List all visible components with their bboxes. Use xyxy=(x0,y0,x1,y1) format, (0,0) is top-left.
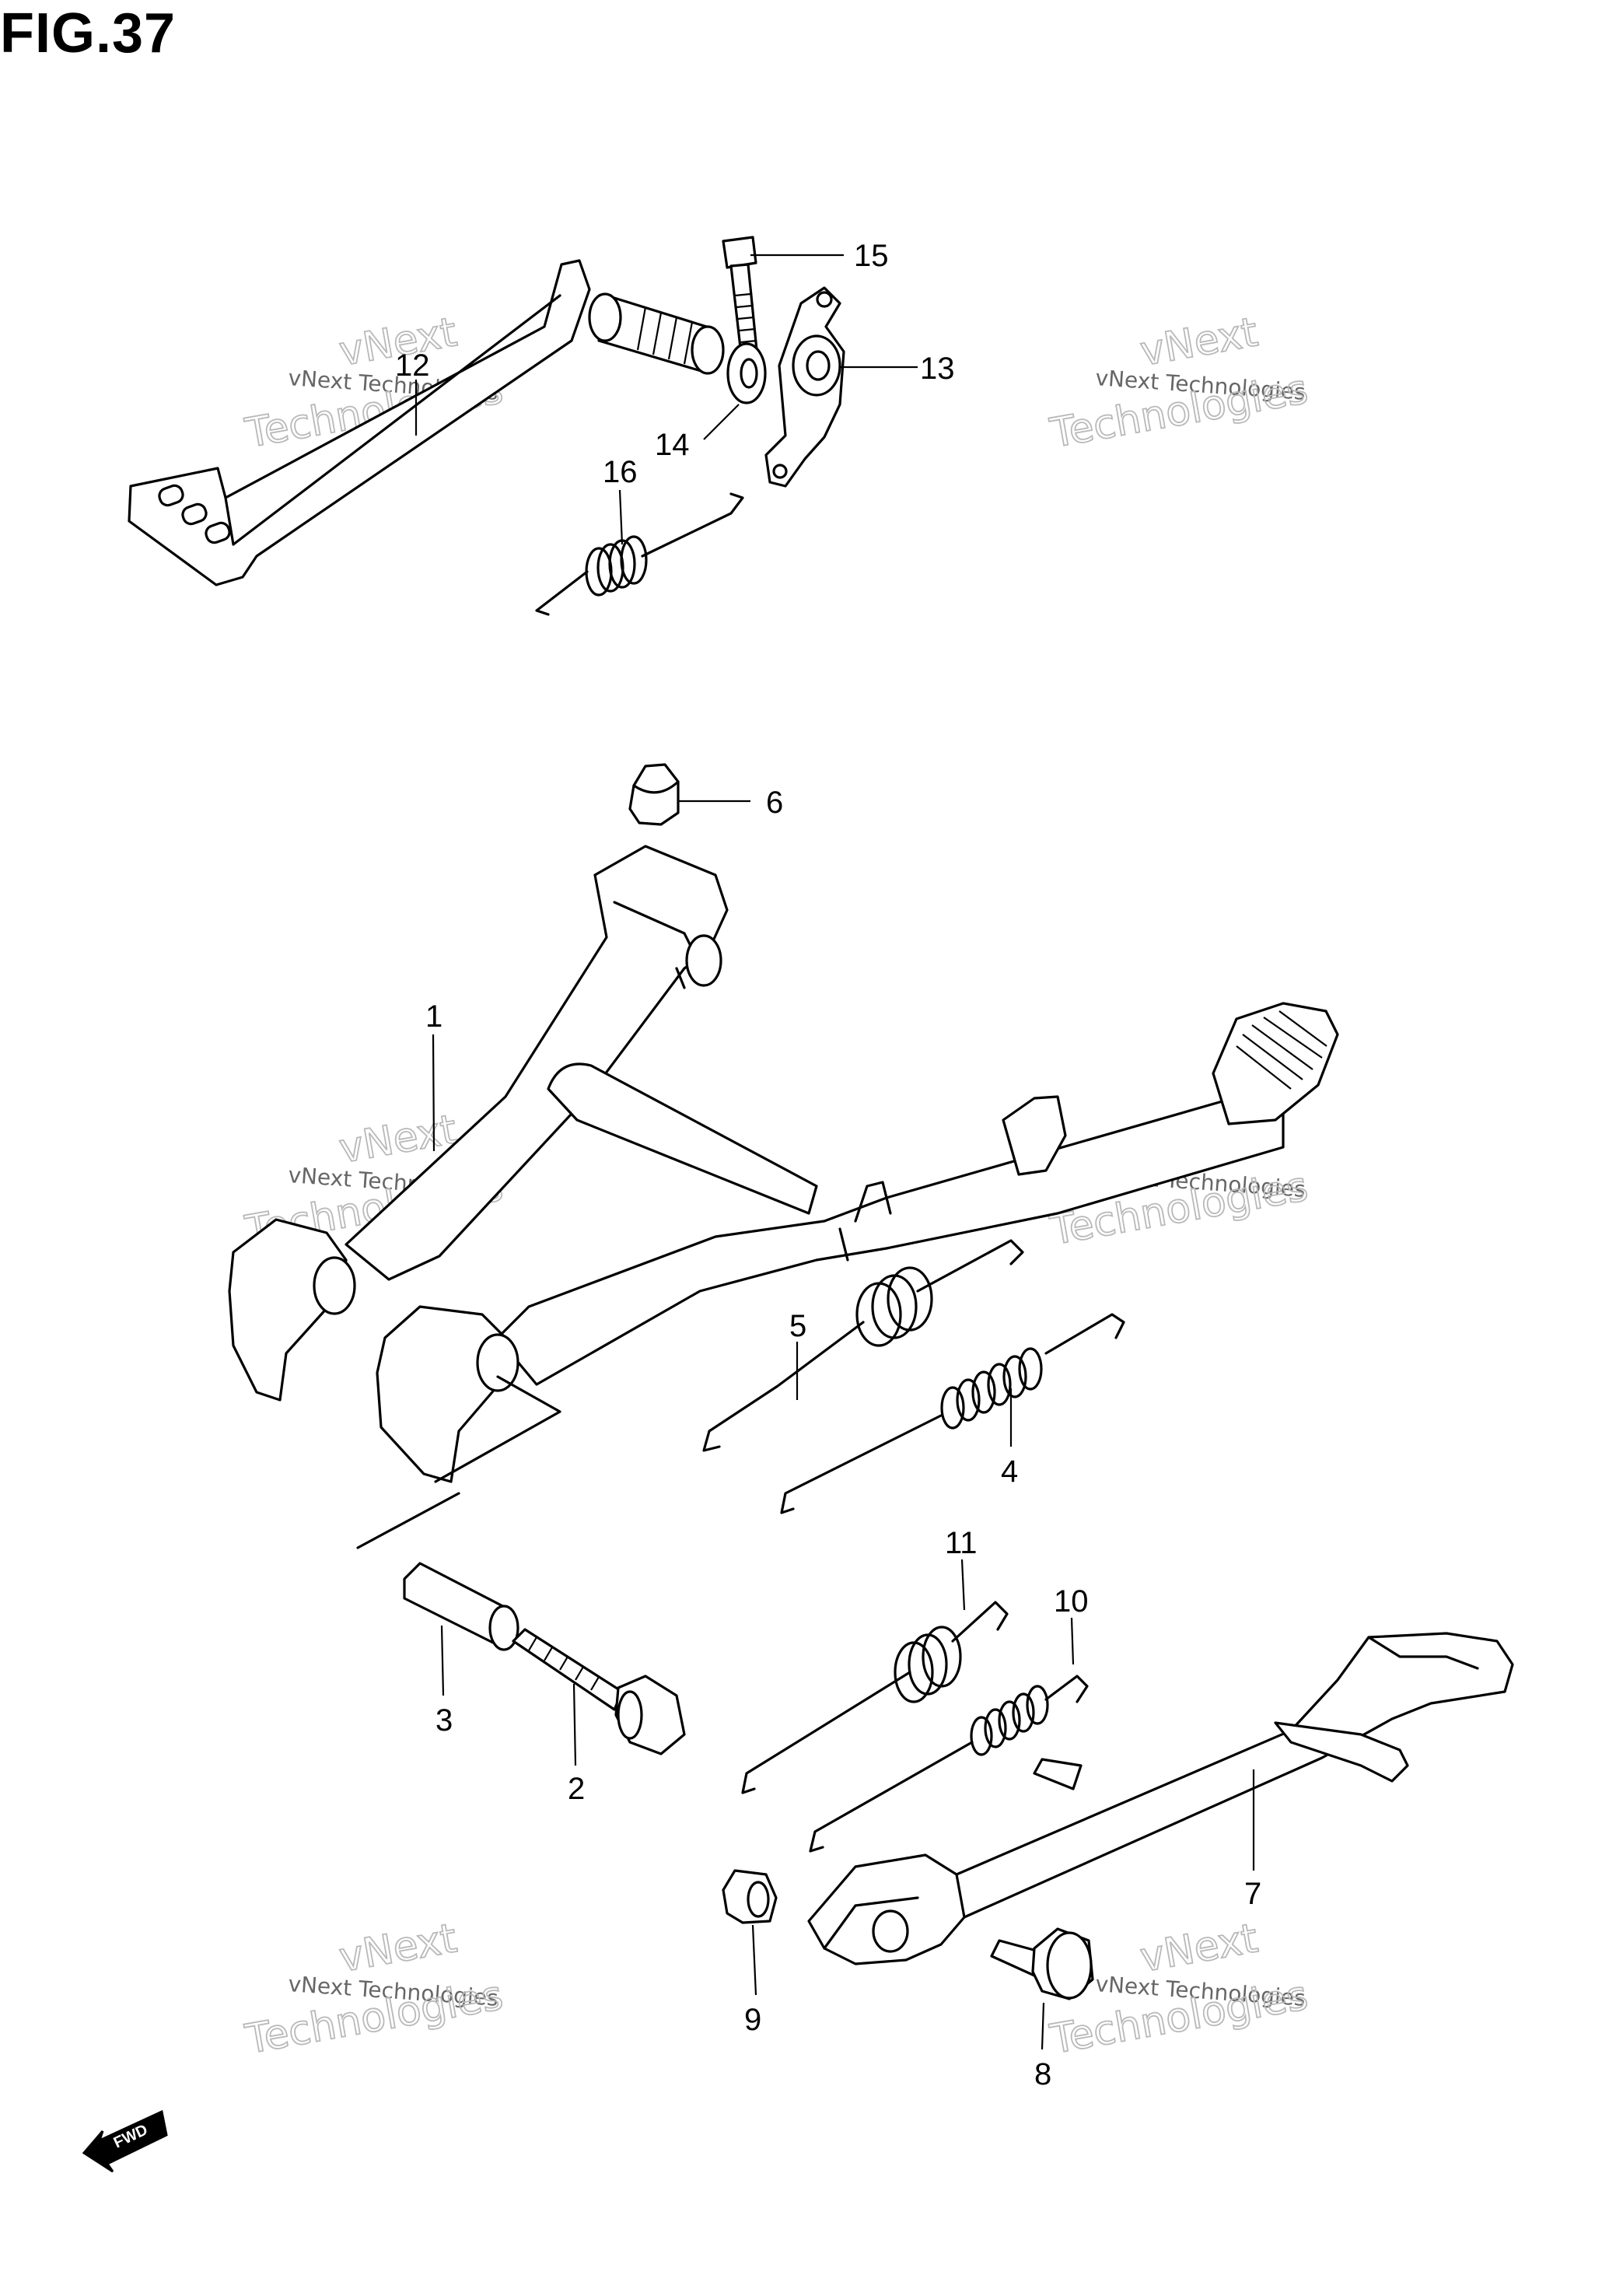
callout-8: 8 xyxy=(1034,2057,1051,2091)
svg-text:vNext: vNext xyxy=(1137,309,1261,375)
callout-13: 13 xyxy=(920,352,955,386)
part-11-spring xyxy=(741,1601,1009,1794)
fwd-arrow-icon: FWD xyxy=(82,2109,168,2173)
part-14-washer xyxy=(726,342,767,404)
leader-9 xyxy=(751,1924,757,1996)
callout-15: 15 xyxy=(854,239,889,273)
part-9-nut xyxy=(722,1869,778,1924)
callout-14: 14 xyxy=(655,428,690,462)
callout-10: 10 xyxy=(1054,1584,1089,1619)
part-5-spring xyxy=(702,1239,1024,1452)
leader-16 xyxy=(618,489,624,545)
watermark-bottom-left: vNext vNext Technologies Technologies xyxy=(241,1914,507,2063)
part-13-brake-arm xyxy=(764,286,845,488)
callout-9: 9 xyxy=(744,2003,761,2037)
callout-3: 3 xyxy=(435,1703,453,1738)
part-1-center-stand xyxy=(228,845,1339,1549)
svg-text:vNext: vNext xyxy=(1137,1915,1261,1981)
part-8-pivot-bolt xyxy=(990,1927,1094,2000)
part-10-spring xyxy=(809,1675,1089,1853)
leader-11 xyxy=(960,1559,966,1611)
callout-6: 6 xyxy=(766,786,783,820)
part-3-spacer xyxy=(403,1562,519,1651)
callout-12: 12 xyxy=(395,348,430,383)
leader-14 xyxy=(703,404,740,440)
watermark-top-right: vNext vNext Technologies Technologies xyxy=(1046,308,1312,457)
callout-11: 11 xyxy=(945,1526,978,1560)
watermark-bottom-right: vNext vNext Technologies Technologies xyxy=(1046,1914,1312,2063)
part-7-side-stand xyxy=(807,1632,1514,1965)
part-2-bolt xyxy=(512,1628,686,1755)
leader-10 xyxy=(1070,1617,1075,1665)
leader-8 xyxy=(1041,2002,1045,2050)
leader-2 xyxy=(572,1683,577,1766)
callout-7: 7 xyxy=(1244,1877,1261,1911)
part-6-cap xyxy=(628,763,680,826)
callout-16: 16 xyxy=(603,455,638,489)
leader-1 xyxy=(432,1034,435,1152)
callout-2: 2 xyxy=(568,1772,585,1806)
callout-4: 4 xyxy=(1001,1454,1018,1489)
part-4-spring xyxy=(780,1313,1125,1514)
callout-1: 1 xyxy=(425,999,442,1034)
part-16-spring xyxy=(535,492,744,616)
leader-3 xyxy=(440,1625,445,1696)
svg-text:vNext: vNext xyxy=(336,1915,460,1981)
figure-title: FIG.37 xyxy=(0,2,177,65)
part-12-brake-pedal xyxy=(128,259,725,586)
callout-5: 5 xyxy=(789,1309,806,1343)
